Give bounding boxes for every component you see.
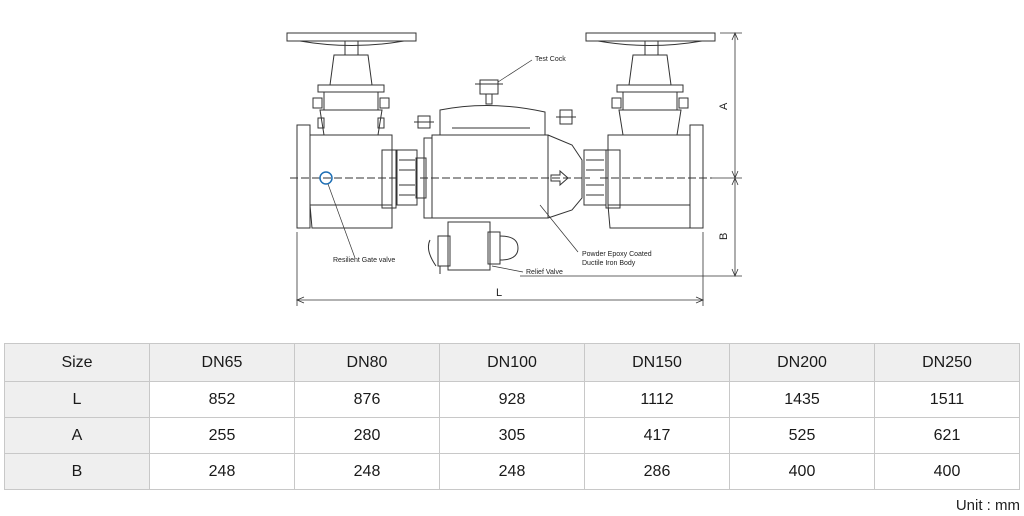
header-dn100: DN100 <box>439 343 585 382</box>
callout-coating-line2: Ductile Iron Body <box>582 260 636 267</box>
table-row: A 255 280 305 417 525 621 <box>4 417 1020 454</box>
table-cell: 248 <box>149 453 295 490</box>
table-row: B 248 248 248 286 400 400 <box>4 453 1020 490</box>
table-cell: 852 <box>149 381 295 418</box>
table-cell: 286 <box>584 453 730 490</box>
valve-assembly-drawing: Test Cock Resilient Gate valve Powder Ep… <box>286 31 742 306</box>
dimension-label-a: A <box>718 102 730 110</box>
callout-leaders <box>327 59 579 273</box>
table-cell: 400 <box>729 453 875 490</box>
table-row: L 852 876 928 1112 1435 1511 <box>4 381 1020 418</box>
header-size: Size <box>4 343 150 382</box>
table-cell: 248 <box>294 453 440 490</box>
callout-relief-valve: Relief Valve <box>526 269 563 276</box>
table-cell: 1435 <box>729 381 875 418</box>
main-body <box>420 104 590 219</box>
table-cell: 1511 <box>874 381 1020 418</box>
table-cell: 1112 <box>584 381 730 418</box>
dimension-lines <box>295 31 742 306</box>
table-cell: 248 <box>439 453 585 490</box>
table-cell: 305 <box>439 417 585 454</box>
header-dn65: DN65 <box>149 343 295 382</box>
header-dn150: DN150 <box>584 343 730 382</box>
table-cell: 417 <box>584 417 730 454</box>
test-cock-left <box>414 115 434 129</box>
table-cell: 876 <box>294 381 440 418</box>
table-cell: 280 <box>294 417 440 454</box>
row-label-b: B <box>4 453 150 490</box>
callout-test-cock: Test Cock <box>535 56 566 63</box>
test-cock-right <box>556 109 576 125</box>
callout-resilient-gate-valve: Resilient Gate valve <box>333 257 395 264</box>
table-cell: 525 <box>729 417 875 454</box>
test-cock-top <box>475 79 503 105</box>
table-cell: 621 <box>874 417 1020 454</box>
header-dn80: DN80 <box>294 343 440 382</box>
right-gate-valve <box>585 32 716 229</box>
relief-valve <box>428 221 519 274</box>
row-label-a: A <box>4 417 150 454</box>
table-cell: 928 <box>439 381 585 418</box>
dimension-label-b: B <box>718 233 730 240</box>
table-cell: 400 <box>874 453 1020 490</box>
header-dn200: DN200 <box>729 343 875 382</box>
dimension-label-l: L <box>496 287 502 299</box>
table-cell: 255 <box>149 417 295 454</box>
header-dn250: DN250 <box>874 343 1020 382</box>
left-gate-valve <box>286 32 417 229</box>
row-label-l: L <box>4 381 150 418</box>
callout-coating-line1: Powder Epoxy Coated <box>582 251 652 258</box>
dimensions-table: Size DN65 DN80 DN100 DN150 DN200 DN250 L… <box>4 343 1020 490</box>
table-header-row: Size DN65 DN80 DN100 DN150 DN200 DN250 <box>4 343 1020 382</box>
unit-note: Unit : mm <box>955 497 1020 514</box>
